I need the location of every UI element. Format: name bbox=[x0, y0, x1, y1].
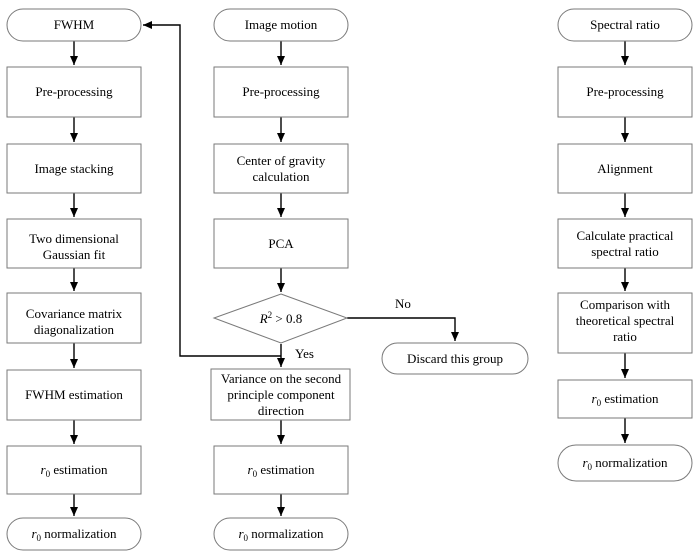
arrow-motion-decision-no-to-discard bbox=[347, 317, 459, 341]
subscript: 0 bbox=[597, 398, 602, 408]
spectral-alignment-label: Alignment bbox=[597, 161, 653, 176]
text: estimation bbox=[257, 462, 315, 477]
r-symbol: r bbox=[31, 526, 37, 541]
label-line: calculation bbox=[252, 169, 310, 184]
spectral-end-node: r0 normalization bbox=[557, 444, 693, 482]
subscript: 0 bbox=[46, 469, 51, 479]
fwhm-end-node: r0 normalization bbox=[6, 517, 142, 551]
r-symbol: r bbox=[238, 526, 244, 541]
subscript: 0 bbox=[244, 533, 249, 543]
fwhm-start-node: FWHM bbox=[6, 8, 142, 42]
motion-discard-node: Discard this group bbox=[381, 342, 529, 375]
spectral-preprocessing-label: Pre-processing bbox=[586, 84, 664, 99]
fwhm-end-label: r0 normalization bbox=[31, 526, 117, 543]
text: normalization bbox=[41, 526, 117, 541]
fwhm-stacking-label: Image stacking bbox=[34, 161, 114, 176]
motion-r0-estimation-label: r0 estimation bbox=[248, 462, 315, 479]
edges-layer bbox=[70, 21, 629, 516]
spectral-end-label: r0 normalization bbox=[582, 455, 668, 472]
discard-label: Discard this group bbox=[407, 351, 503, 366]
fwhm-estimation-label: FWHM estimation bbox=[25, 387, 123, 402]
label-line: Gaussian fit bbox=[43, 247, 106, 262]
r-squared-symbol: R bbox=[259, 311, 268, 326]
fwhm-start-label: FWHM bbox=[54, 17, 95, 32]
text: normalization bbox=[592, 455, 668, 470]
fwhm-stacking-node: Image stacking bbox=[6, 143, 142, 194]
motion-preprocessing-node: Pre-processing bbox=[213, 66, 349, 118]
subscript: 0 bbox=[588, 462, 593, 472]
spectral-preprocessing-node: Pre-processing bbox=[557, 66, 693, 118]
text: > 0.8 bbox=[272, 311, 302, 326]
spectral-alignment-node: Alignment bbox=[557, 143, 693, 194]
fwhm-preprocessing-node: Pre-processing bbox=[6, 66, 142, 118]
label-line: ratio bbox=[613, 329, 637, 344]
fwhm-estimation-node: FWHM estimation bbox=[6, 369, 142, 421]
text: estimation bbox=[601, 391, 659, 406]
label-line: Covariance matrix bbox=[26, 306, 123, 321]
label-line: Center of gravity bbox=[237, 153, 326, 168]
label-line: principle component bbox=[227, 387, 335, 402]
decision-yes-label: Yes bbox=[295, 346, 314, 361]
label-line: direction bbox=[258, 403, 305, 418]
label-line: theoretical spectral bbox=[576, 313, 675, 328]
motion-end-node: r0 normalization bbox=[213, 517, 349, 551]
superscript: 2 bbox=[268, 310, 273, 320]
r-symbol: r bbox=[582, 455, 588, 470]
fwhm-r0-estimation-label: r0 estimation bbox=[41, 462, 108, 479]
decision-no-label: No bbox=[395, 296, 411, 311]
label-line: Comparison with bbox=[580, 297, 670, 312]
r-symbol: r bbox=[248, 462, 254, 477]
motion-end-label: r0 normalization bbox=[238, 526, 324, 543]
fwhm-r0-estimation-node: r0 estimation bbox=[6, 445, 142, 495]
decision-label: R2 > 0.8 bbox=[259, 310, 303, 326]
motion-pca-label: PCA bbox=[268, 236, 294, 251]
r-symbol: r bbox=[41, 462, 47, 477]
motion-r0-estimation-node: r0 estimation bbox=[213, 445, 349, 495]
arrow-motion-loop-back-to-fwhm bbox=[143, 21, 281, 357]
label-line: Calculate practical bbox=[576, 228, 673, 243]
label-line: diagonalization bbox=[34, 322, 115, 337]
subscript: 0 bbox=[37, 533, 42, 543]
subscript: 0 bbox=[253, 469, 258, 479]
spectral-r0-estimation-node: r0 estimation bbox=[557, 379, 693, 419]
nodes-layer: FWHM Pre-processing Image stacking Two d… bbox=[6, 8, 693, 551]
spectral-start-label: Spectral ratio bbox=[590, 17, 660, 32]
motion-decision-node: R2 > 0.8 bbox=[212, 293, 349, 344]
motion-pca-node: PCA bbox=[213, 218, 349, 269]
label-line: Variance on the second bbox=[221, 371, 342, 386]
r-symbol: r bbox=[592, 391, 598, 406]
motion-start-node: Image motion bbox=[213, 8, 349, 42]
motion-start-label: Image motion bbox=[245, 17, 318, 32]
fwhm-preprocessing-label: Pre-processing bbox=[35, 84, 113, 99]
motion-preprocessing-label: Pre-processing bbox=[242, 84, 320, 99]
label-line: spectral ratio bbox=[591, 244, 659, 259]
spectral-start-node: Spectral ratio bbox=[557, 8, 693, 42]
label-line: Two dimensional bbox=[29, 231, 119, 246]
text: estimation bbox=[50, 462, 108, 477]
spectral-r0-estimation-label: r0 estimation bbox=[592, 391, 659, 408]
text: normalization bbox=[248, 526, 324, 541]
